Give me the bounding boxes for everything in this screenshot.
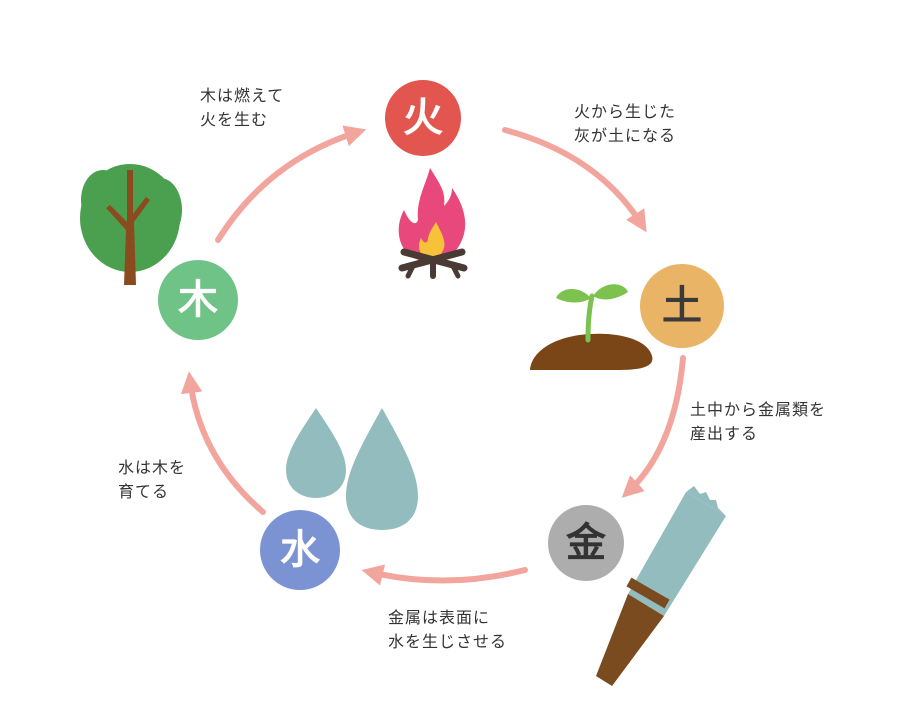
- node-earth-glyph: 土: [662, 283, 702, 329]
- node-metal-glyph: 金: [566, 520, 606, 566]
- caption-water-wood: 水は木を 育てる: [118, 456, 186, 504]
- sprout-soil-icon: [530, 284, 653, 370]
- node-water-glyph: 水: [280, 527, 320, 573]
- node-fire: 火: [385, 80, 461, 156]
- caption-wood-fire-line2: 火を生む: [200, 110, 269, 129]
- arrow-water-to-wood: [180, 371, 266, 515]
- caption-water-wood-line1: 水は木を: [118, 458, 187, 477]
- water-drops-icon: [286, 408, 418, 530]
- arrow-fire-to-earth: [502, 127, 647, 233]
- node-wood-glyph: 木: [178, 277, 218, 323]
- caption-fire-earth-line1: 火から生じた: [574, 102, 677, 121]
- caption-metal-water-line1: 金属は表面に: [388, 608, 491, 627]
- node-water: 水: [260, 510, 340, 590]
- caption-wood-fire: 木は燃えて 火を生む: [200, 84, 284, 132]
- caption-metal-water: 金属は表面に 水を生じさせる: [388, 606, 507, 654]
- caption-earth-metal-line2: 産出する: [690, 424, 759, 443]
- arrow-metal-to-water: [361, 564, 528, 586]
- arrow-earth-to-metal: [621, 355, 686, 498]
- caption-metal-water-line2: 水を生じさせる: [388, 632, 508, 651]
- caption-earth-metal-line1: 土中から金属類を: [690, 400, 827, 419]
- campfire-icon: [398, 168, 468, 279]
- tree-icon: [80, 164, 182, 285]
- node-fire-glyph: 火: [403, 95, 443, 141]
- arrow-wood-to-fire: [215, 125, 367, 243]
- caption-fire-earth: 火から生じた 灰が土になる: [574, 100, 676, 148]
- node-wood: 木: [158, 260, 238, 340]
- caption-water-wood-line2: 育てる: [118, 482, 170, 501]
- caption-wood-fire-line1: 木は燃えて: [200, 86, 285, 105]
- caption-earth-metal: 土中から金属類を 産出する: [690, 398, 826, 446]
- node-earth: 土: [640, 264, 724, 348]
- caption-fire-earth-line2: 灰が土になる: [574, 126, 677, 145]
- saw-icon: [596, 486, 726, 686]
- node-metal: 金: [548, 505, 624, 581]
